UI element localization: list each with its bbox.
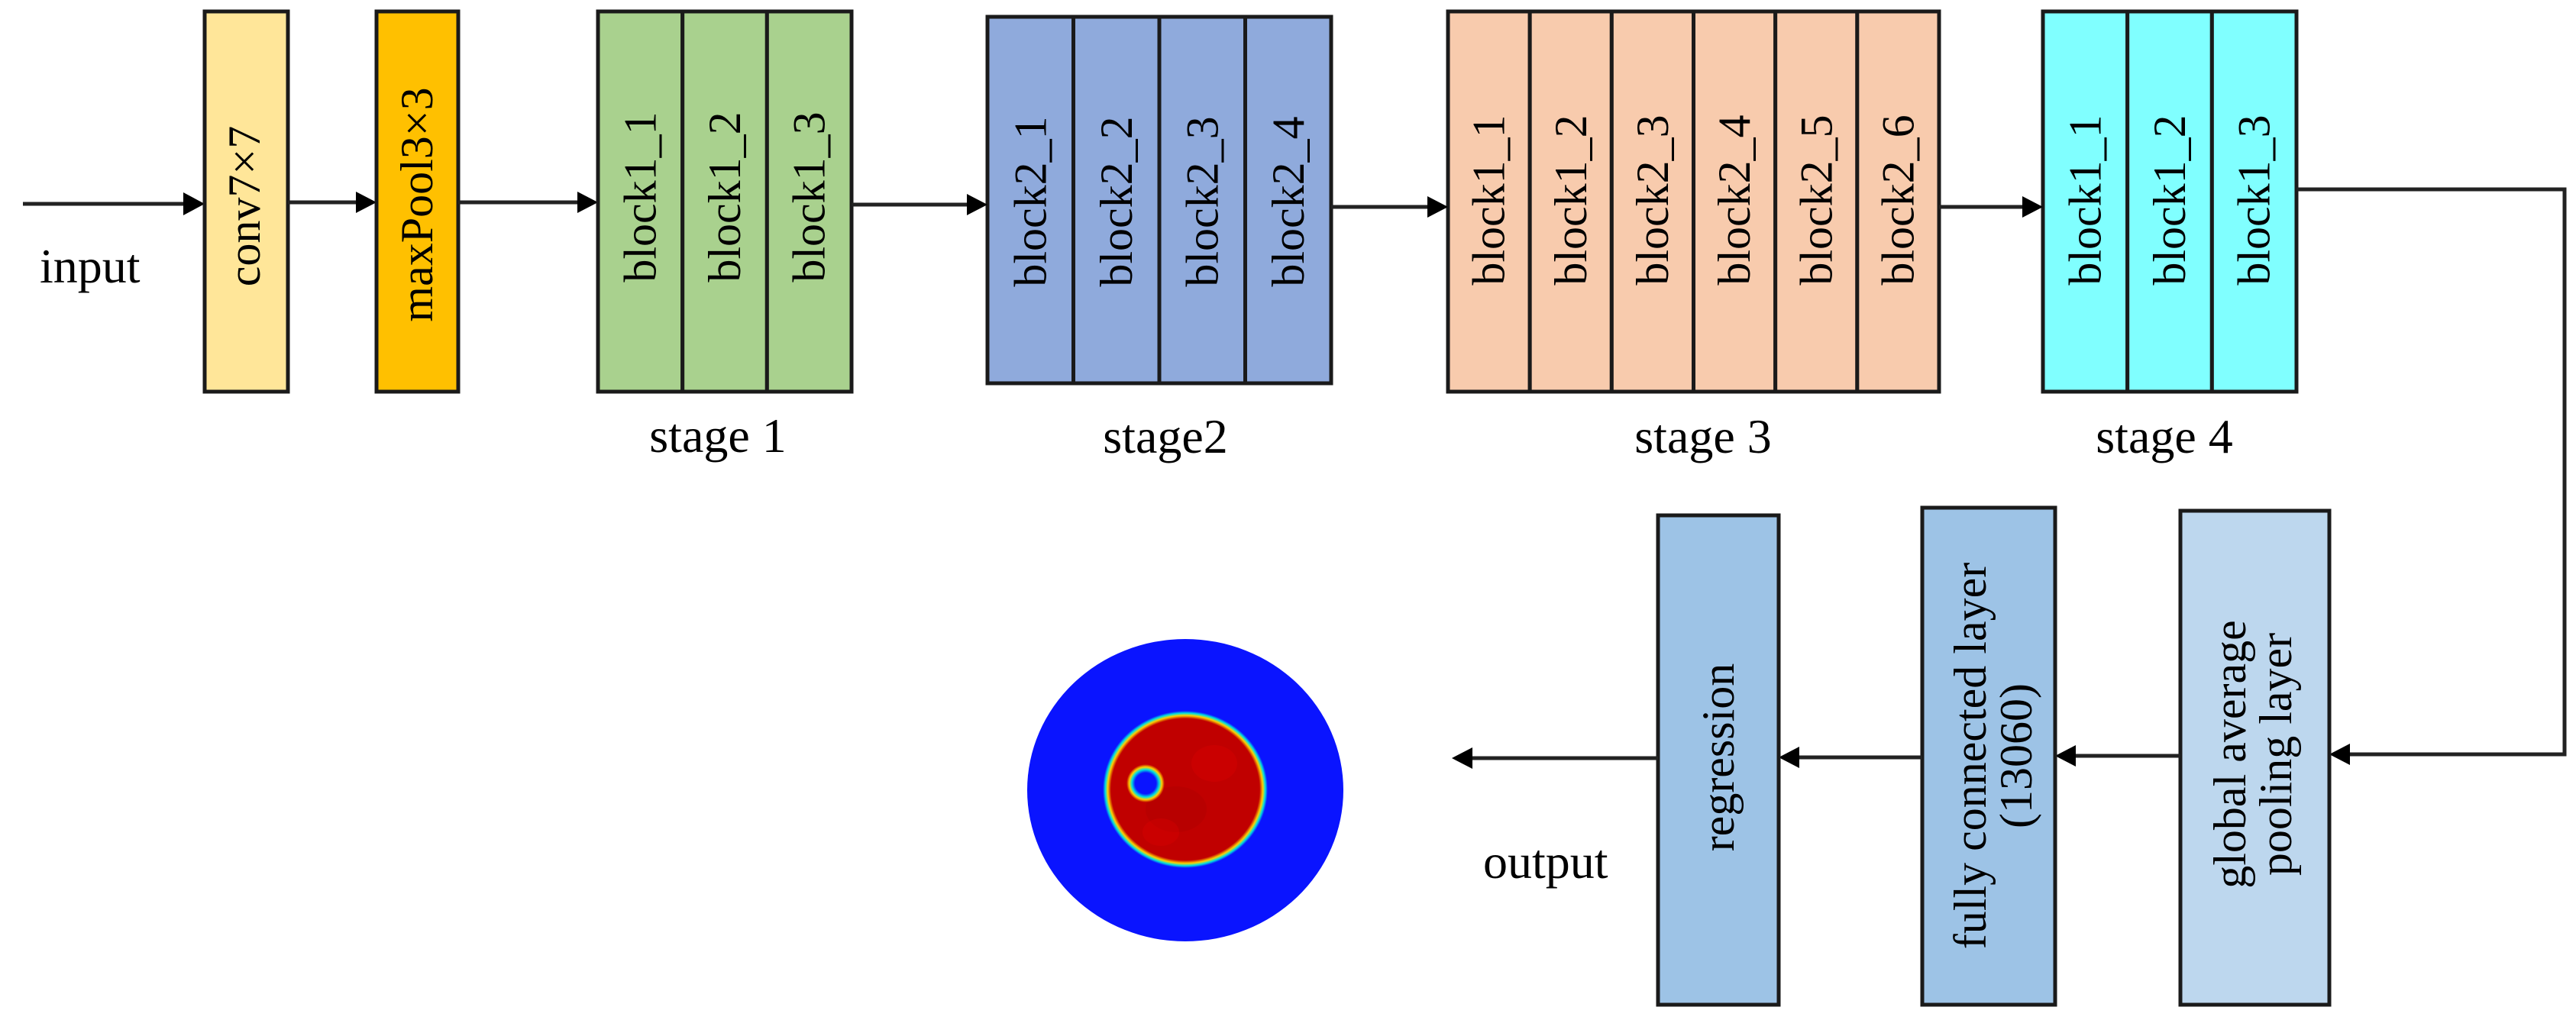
block-label: block1_2 [700,111,750,282]
block-label: block1_2 [2145,115,2195,285]
conv-label: conv7×7 [219,126,270,286]
conv-layer: conv7×7 [202,9,290,394]
global-pooling-label-line2: pooling layer [2251,633,2301,876]
block-label: block2_4 [1263,116,1314,286]
fully-connected-label-line2: (13060) [1991,683,2041,828]
global-pooling-label-line1: global average [2205,620,2255,888]
stage-2-block [985,15,1075,386]
stage-label: stage 1 [649,408,787,463]
block-label: block1_1 [615,111,665,282]
output-field-image [1027,639,1343,941]
fully-connected-label-line1: fully connected layer [1945,563,1996,949]
stage-2-block [1243,15,1333,386]
stage2-to-stage3-arrow [1331,196,1448,218]
block-label: block1_2 [1546,115,1596,285]
stage-4-block [2041,9,2130,394]
regression-label: regression [1693,663,1744,852]
stage-3: block1_1 block1_2 block2_3 block2_4 block2_5… [1446,9,1941,463]
stage-1-block [764,9,854,394]
global-pooling-layer: global average pooling layer [2178,508,2332,1007]
input-arrow [23,192,205,215]
block-label: block2_2 [1091,116,1142,286]
maxpool-to-stage1-arrow [458,192,598,213]
block-label: block1_1 [2060,115,2110,285]
stage-3-block [1527,9,1614,394]
fully-connected-layer: fully connected layer (13060) [1920,505,2057,1007]
block-label: block2_1 [1005,116,1055,286]
stage-3-block [1446,9,1532,394]
maxpool-layer: maxPool3×3 [374,9,461,394]
input-label: input [40,239,141,293]
stage-2: block2_1 block2_2 block2_3 block2_4 stage2 [985,15,1333,463]
stage-label: stage 4 [2096,409,2233,463]
pooling-to-fc-arrow [2055,745,2180,767]
stage4-to-pooling-connector [2296,187,2567,765]
block-label: block1_3 [784,111,835,282]
output-arrow [1452,747,1658,769]
fc-to-regression-arrow [1779,747,1922,768]
stage3-to-stage4-arrow [1939,196,2043,218]
stage-3-block [1609,9,1695,394]
output-label: output [1483,834,1608,889]
block-label: block2_3 [1177,116,1227,286]
block-label: block2_5 [1791,115,1841,285]
stage-3-block [1855,9,1941,394]
stage1-to-stage2-arrow [852,194,987,215]
maxpool-label: maxPool3×3 [392,87,442,321]
block-label: block2_4 [1709,115,1760,285]
block-label: block1_3 [2229,115,2280,285]
block-label: block2_6 [1873,115,1923,285]
stage-4-block [2125,9,2214,394]
stage-3-block [1773,9,1860,394]
stage-3-block [1692,9,1778,394]
stage-2-block [1157,15,1247,386]
block-label: block2_3 [1627,115,1678,285]
stage-1-block [596,9,685,394]
stage-label: stage 3 [1634,409,1772,463]
stage-4-block [2209,9,2299,394]
block-label: block1_1 [1464,115,1514,285]
conv-to-maxpool-arrow [288,192,377,213]
stage-1-block [680,9,769,394]
stage-label: stage2 [1103,409,1228,463]
regression-layer: regression [1656,513,1781,1007]
